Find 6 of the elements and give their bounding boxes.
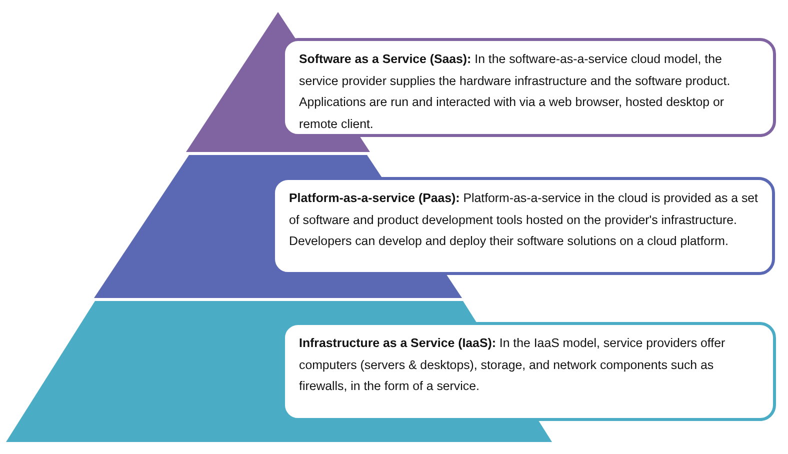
description-text: Platform-as-a-service (Paas): Platform-as-a-service in the cloud is provided as a set of software and product development tools hosted on the provider's infrastructure. Developers can develop and deploy their software solutions on a cloud platform. <box>289 190 759 250</box>
description-card <box>282 38 776 137</box>
description-text: Infrastructure as a Service (IaaS): In the IaaS model, service providers offer computers (servers & desktops), storage, and network components such as firewalls, in the form of a service. <box>299 335 726 395</box>
description-card <box>272 177 775 275</box>
description-card <box>282 322 776 421</box>
description-text: Software as a Service (Saas): In the software-as-a-service cloud model, the service provider supplies the hardware infrastructure and the software product. Applications are run and interacted with via a web browser, hosted desktop or remote client. <box>299 51 732 132</box>
